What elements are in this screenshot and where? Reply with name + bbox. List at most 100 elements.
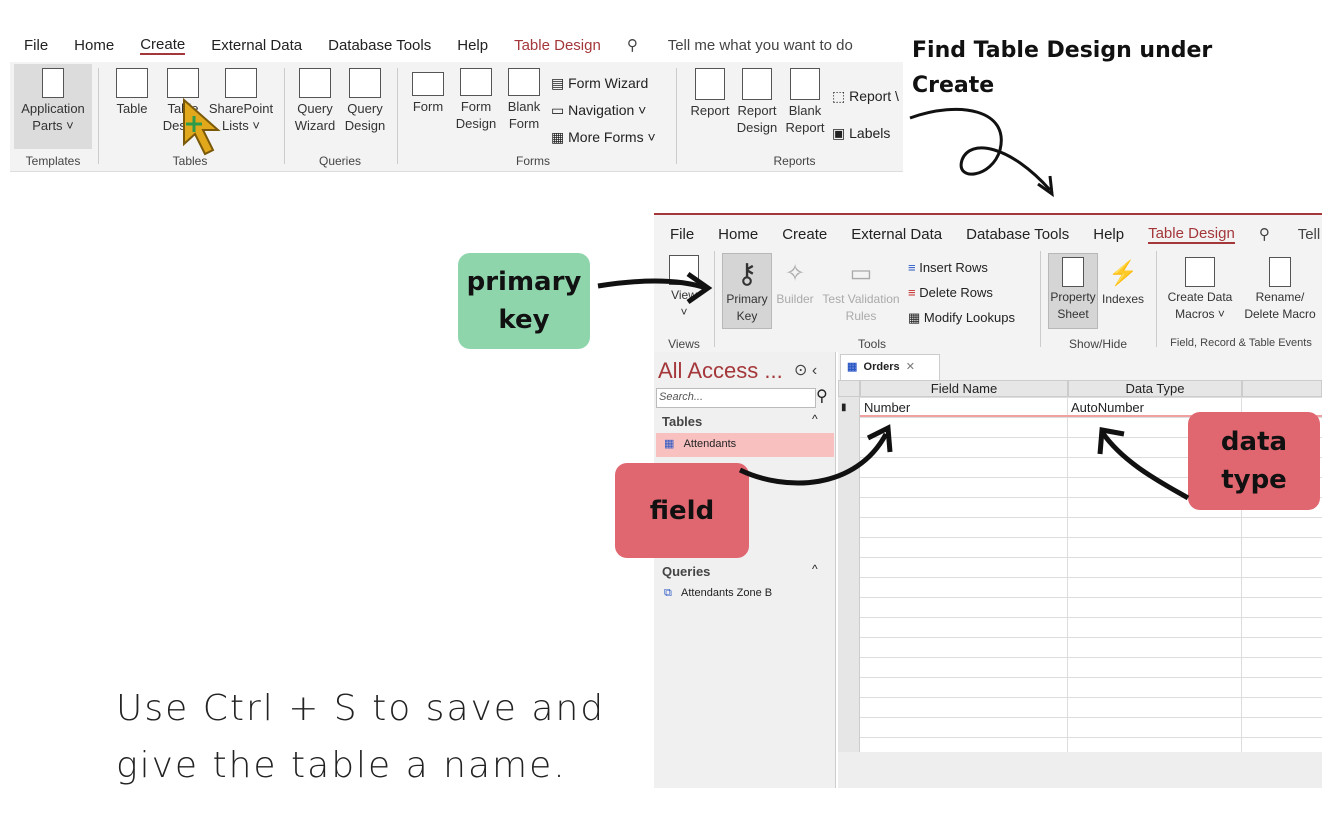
test-validation-button[interactable]: ▭ Test Validation Rules <box>814 257 908 325</box>
form-design-button[interactable]: Form Design <box>454 68 498 132</box>
query-design-button[interactable]: Query Design <box>340 68 390 134</box>
tab-file[interactable]: File <box>24 36 49 54</box>
blank-report-label: Blank <box>788 103 822 118</box>
navigation-button[interactable]: ▭ Navigation ˅ <box>551 97 656 124</box>
test-validation-label: Test Validation <box>822 292 900 306</box>
table-button[interactable]: Table <box>110 68 154 117</box>
query-icon: ⧉ <box>664 587 672 599</box>
report-design-label-2: Design <box>736 120 778 135</box>
tab-database-tools[interactable]: Database Tools <box>328 36 432 54</box>
modify-lookups-label: Modify Lookups <box>923 310 1015 325</box>
column-header-description[interactable] <box>1242 380 1322 397</box>
application-parts-button[interactable]: Application Parts ˅ <box>14 68 92 134</box>
labels-label: Labels <box>849 125 891 141</box>
data-type-cell[interactable]: AutoNumber <box>1071 400 1144 415</box>
blank-report-button[interactable]: Blank Report <box>782 68 828 136</box>
tab-orders[interactable]: ▦ Orders ✕ <box>840 354 940 380</box>
query-wizard-button[interactable]: Query Wizard <box>290 68 340 134</box>
key-icon: ⚷ <box>736 258 758 289</box>
insert-rows-button[interactable]: ≡ Insert Rows <box>908 255 1015 280</box>
tell-me-box[interactable]: ⚲ Tell me what you want to do <box>627 36 879 54</box>
tab-table-design[interactable]: Table Design <box>514 36 601 54</box>
create-data-macros-button[interactable]: Create Data Macros ˅ <box>1160 257 1240 323</box>
nav-item-attendants[interactable]: ▦ Attendants <box>656 433 834 457</box>
tab-home[interactable]: Home <box>74 36 115 54</box>
query-design-icon <box>349 68 381 98</box>
heading-line-1: Find Table Design under <box>912 38 1213 63</box>
tab-help[interactable]: Help <box>457 36 489 54</box>
form-wizard-button[interactable]: ▤ Form Wizard <box>551 70 656 97</box>
tab-home[interactable]: Home <box>718 225 759 243</box>
modify-lookups-button[interactable]: ▦ Modify Lookups <box>908 305 1015 330</box>
report-button[interactable]: Report <box>686 68 734 119</box>
divider <box>1156 251 1157 347</box>
divider <box>676 68 677 164</box>
group-reports: Reports <box>773 154 816 168</box>
tab-file[interactable]: File <box>670 225 695 243</box>
navigation-pane: All Access ... ⊙ ‹ Search... ⚲ Tables ^ … <box>654 352 836 788</box>
tab-external-data[interactable]: External Data <box>851 225 943 243</box>
search-icon[interactable]: ⚲ <box>816 388 828 405</box>
builder-button[interactable]: ✧ Builder <box>772 257 818 308</box>
chevron-up-icon[interactable]: ^ <box>812 562 818 576</box>
application-parts-icon <box>42 68 64 98</box>
close-icon[interactable]: ✕ <box>905 361 915 373</box>
property-sheet-button[interactable]: Property Sheet <box>1048 257 1098 323</box>
callout-field-label: field <box>649 495 715 526</box>
rename-delete-macro-button[interactable]: Rename/ Delete Macro <box>1238 257 1322 323</box>
instruction-note: Use Ctrl + S to save and give the table … <box>116 680 605 794</box>
tab-table-design[interactable]: Table Design <box>1148 224 1235 244</box>
report-wizard-button[interactable]: ⬚ Report \ <box>832 78 903 115</box>
column-header-data-type[interactable]: Data Type <box>1068 380 1242 397</box>
form-button[interactable]: Form <box>408 68 448 115</box>
table-icon: ▦ <box>847 361 858 373</box>
ribbon-tab-bar-2: File Home Create External Data Database … <box>654 221 1322 247</box>
tab-help[interactable]: Help <box>1093 225 1125 243</box>
query-design-label-2: Design <box>344 118 386 133</box>
table-design-ribbon: File Home Create External Data Database … <box>654 213 1322 352</box>
tell-me-box-2[interactable]: ⚲ Tell <box>1259 225 1337 243</box>
create-ribbon: File Home Create External Data Database … <box>10 28 903 172</box>
form-design-label-2: Design <box>455 116 497 131</box>
report-wizard-icon: ⬚ <box>832 88 846 104</box>
group-queries: Queries <box>318 154 362 168</box>
sharepoint-label: SharePoint <box>208 101 274 116</box>
form-design-icon <box>460 68 492 96</box>
tab-database-tools[interactable]: Database Tools <box>966 225 1070 243</box>
tab-external-data[interactable]: External Data <box>211 36 303 54</box>
nav-pane-title[interactable]: All Access ... <box>658 358 783 383</box>
delete-rows-icon: ≡ <box>908 285 916 300</box>
validation-icon: ▭ <box>849 260 873 287</box>
more-forms-button[interactable]: ▦ More Forms ˅ <box>551 124 656 151</box>
report-design-button[interactable]: Report Design <box>734 68 780 136</box>
blank-form-label-2: Form <box>508 116 540 131</box>
column-header-field-name[interactable]: Field Name <box>860 380 1068 397</box>
blank-form-button[interactable]: Blank Form <box>504 68 544 132</box>
create-data-macros-label-2: Macros ˅ <box>1175 307 1225 321</box>
table-row[interactable]: Number AutoNumber <box>860 397 1322 417</box>
chevron-up-icon[interactable]: ^ <box>812 412 818 426</box>
nav-tables-header[interactable]: Tables <box>662 414 703 429</box>
primary-key-selected-bg <box>722 253 772 329</box>
tell-me-text-2: Tell <box>1297 226 1321 243</box>
delete-rows-button[interactable]: ≡ Delete Rows <box>908 280 1015 305</box>
callout-primary-key: primary key <box>458 253 590 349</box>
primary-key-button[interactable]: ⚷ Primary Key <box>722 257 772 325</box>
property-sheet-icon <box>1062 257 1084 287</box>
nav-item-attendants-zone-b[interactable]: ⧉ Attendants Zone B <box>664 587 772 600</box>
sharepoint-lists-button[interactable]: SharePoint Lists ˅ <box>206 68 276 134</box>
tab-create[interactable]: Create <box>140 35 186 55</box>
field-name-cell[interactable]: Number <box>864 400 911 415</box>
nav-pane-menu-icon[interactable]: ⊙ ‹ <box>794 362 818 379</box>
nav-search-input[interactable]: Search... <box>656 388 816 408</box>
sharepoint-label-2: Lists ˅ <box>222 118 260 133</box>
labels-button[interactable]: ▣ Labels <box>832 115 903 152</box>
navigation-label: Navigation ˅ <box>568 102 647 118</box>
indexes-button[interactable]: ⚡ Indexes <box>1100 257 1146 308</box>
row-selector-column: ▮ <box>838 397 860 752</box>
nav-queries-header[interactable]: Queries <box>662 564 711 579</box>
arrow-up-right-icon <box>738 424 893 486</box>
report-icon <box>695 68 725 100</box>
tab-create[interactable]: Create <box>782 225 828 243</box>
mouse-cursor-icon <box>183 98 221 156</box>
